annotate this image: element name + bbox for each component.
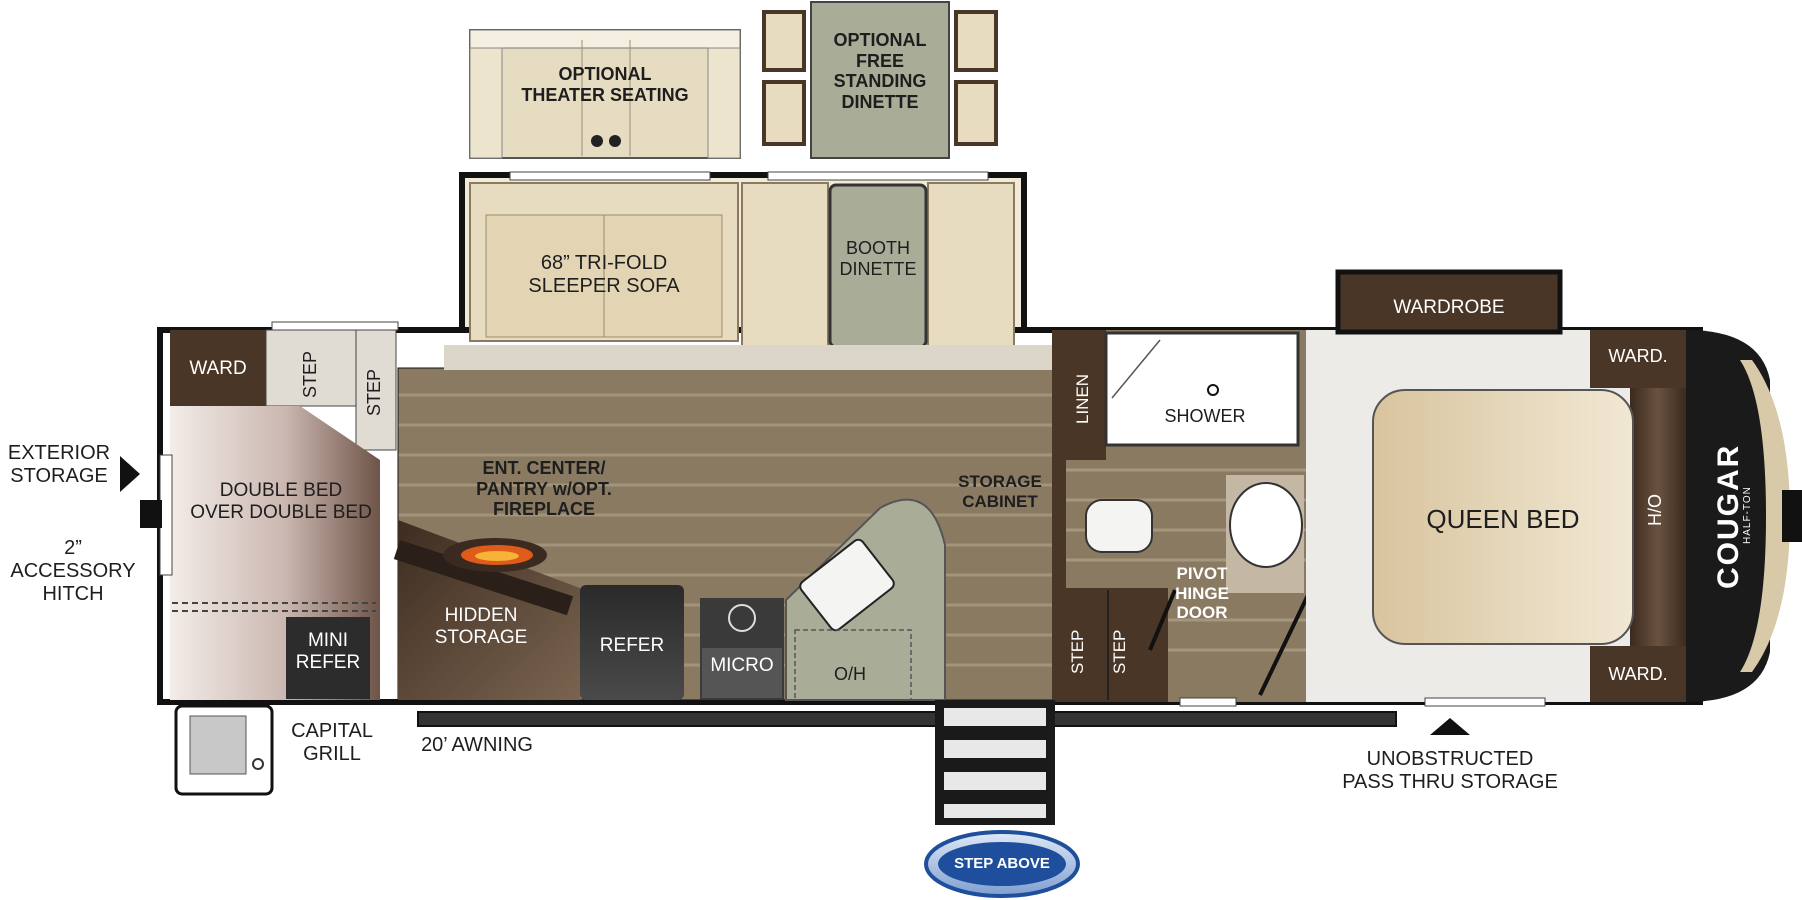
free-standing-dinette-label: OPTIONAL FREE STANDING DINETTE bbox=[833, 30, 927, 113]
wardrobe-label: WARDROBE bbox=[1393, 297, 1505, 318]
ho-label: H/O bbox=[1645, 494, 1665, 527]
pivot-hinge-door-label: PIVOT HINGE DOOR bbox=[1175, 564, 1229, 623]
ward-bottom-right-label: WARD. bbox=[1608, 664, 1668, 684]
step-above-badge-text: STEP ABOVE bbox=[954, 855, 1050, 872]
double-bed-label: DOUBLE BED OVER DOUBLE BED bbox=[190, 480, 372, 523]
mini-refer-label: MINI REFER bbox=[295, 630, 361, 673]
oh-label: O/H bbox=[833, 664, 866, 684]
ent-center-label: ENT. CENTER/ PANTRY w/OPT. FIREPLACE bbox=[476, 458, 612, 520]
queen-bed-label: QUEEN BED bbox=[1426, 504, 1580, 534]
hidden-storage-label: HIDDEN STORAGE bbox=[434, 605, 528, 648]
booth-dinette-label: BOOTH DINETTE bbox=[839, 238, 917, 279]
sleeper-sofa-label: 68” TRI-FOLD SLEEPER SOFA bbox=[528, 252, 680, 297]
free-standing-dinette bbox=[762, 1, 998, 159]
awning-label: 20’ AWNING bbox=[421, 734, 533, 756]
cougar-brand-subtitle: HALF-TON bbox=[1742, 486, 1753, 544]
ward-front-left-label: WARD bbox=[189, 358, 247, 379]
exterior-storage-label: EXTERIOR STORAGE bbox=[7, 442, 111, 487]
step-label-2: STEP bbox=[364, 368, 384, 416]
trailer-body bbox=[120, 171, 1802, 825]
capital-grill-label: CAPITAL GRILL bbox=[291, 720, 373, 765]
pass-thru-storage-label: UNOBSTRUCTED PASS THRU STORAGE bbox=[1342, 748, 1558, 793]
ward-top-right-label: WARD. bbox=[1608, 346, 1668, 366]
linen-label: LINEN bbox=[1073, 373, 1092, 425]
step-above-badge-logo bbox=[924, 830, 1080, 898]
theater-seating bbox=[469, 29, 741, 159]
theater-seating-label: OPTIONAL THEATER SEATING bbox=[521, 64, 689, 105]
step-label-1: STEP bbox=[300, 350, 320, 398]
step-label-4: STEP bbox=[1110, 629, 1129, 675]
accessory-hitch-label: 2” ACCESSORY HITCH bbox=[10, 537, 136, 605]
refer-label: REFER bbox=[599, 635, 665, 656]
micro-label: MICRO bbox=[710, 655, 774, 676]
storage-cabinet-label: STORAGE CABINET bbox=[958, 472, 1042, 511]
shower-label: SHOWER bbox=[1164, 406, 1246, 426]
step-label-3: STEP bbox=[1068, 629, 1087, 675]
